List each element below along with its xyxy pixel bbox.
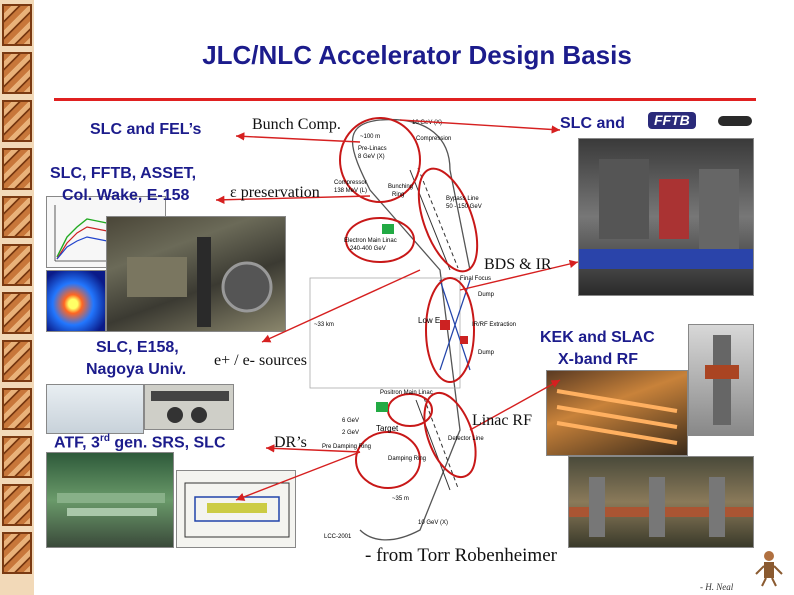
lab-photo — [106, 216, 286, 332]
border-tile — [2, 4, 32, 46]
linac-photo — [568, 456, 754, 548]
energy-6gev: 6 GeV — [342, 418, 360, 424]
bypass-energy: 50 - 150 GeV — [446, 204, 482, 210]
border-tile — [2, 100, 32, 142]
label-slc-fels: SLC and FEL’s — [90, 121, 202, 138]
detector-line-label: Detector Line — [448, 436, 484, 442]
pre-linac-energy: 8 GeV (X) — [358, 154, 385, 160]
fftb-logo: FFTB — [648, 112, 696, 129]
border-tile — [2, 436, 32, 478]
equipment-photo — [46, 384, 144, 434]
border-tile — [2, 52, 32, 94]
distance-bottom-label: ~35 m — [392, 496, 409, 502]
slide-title: JLC/NLC Accelerator Design Basis — [202, 40, 632, 70]
arrow-label-bds: BDS & IR — [484, 256, 552, 273]
border-tile — [2, 292, 32, 334]
arrow-label-drs: DR’s — [274, 434, 307, 451]
fftb-logo-graphic — [718, 116, 752, 126]
border-tile — [2, 532, 32, 574]
border-tile — [2, 148, 32, 190]
compressor-energy: 138 MeV (L) — [334, 188, 368, 194]
final-focus-label: Final Focus — [460, 276, 492, 282]
label-slc-and: SLC and — [560, 115, 625, 132]
author-text: - H. Neal — [700, 582, 734, 592]
arrow-label-sources: e+ / e- sources — [214, 352, 307, 369]
structure-photo — [546, 370, 688, 456]
label-slc-e158-line1: SLC, E158, — [96, 339, 179, 356]
distance-left-label: ~33 km — [314, 322, 334, 328]
label-kek-line1: KEK and SLAC — [540, 329, 655, 346]
decorative-border — [0, 0, 34, 595]
border-tile — [2, 388, 32, 430]
beam-profile-photo — [46, 270, 106, 332]
border-tile — [2, 244, 32, 286]
distance-top-label: ~100 m — [360, 134, 381, 140]
energy-2gev: 2 GeV — [342, 430, 360, 436]
main-linac-label: Electron Main Linac — [344, 238, 397, 244]
klystron-photo — [688, 324, 754, 436]
title-rule — [54, 98, 756, 101]
compressor-label: Compressor — [334, 180, 367, 186]
bypass-label: Bypass Line — [446, 196, 479, 202]
credit-text: - from Torr Robenheimer — [365, 545, 557, 566]
energy-label: 10 GeV (X) — [412, 120, 443, 126]
main-linac-energy: 240-400 GeV — [350, 246, 386, 252]
bunching-ring-label: Ring — [392, 192, 405, 198]
lcc-mark: LCC-2001 — [324, 534, 352, 540]
fftb-photo — [578, 138, 754, 296]
rf-extraction-label: IR/RF Extraction — [472, 322, 517, 328]
positron-linac-label: Positron Main Linac — [380, 390, 433, 396]
pre-damping-label: Pre Damping Ring — [322, 444, 372, 450]
label-atf: ATF, 3rd gen. SRS, SLC — [54, 433, 226, 452]
border-tile — [2, 196, 32, 238]
srs-layout-photo — [176, 470, 296, 548]
damping-ring-label: Damping Ring — [388, 456, 427, 462]
label-kek-line2: X-band RF — [558, 351, 638, 368]
target-label: Target — [376, 424, 399, 433]
decorative-figure-icon — [754, 548, 784, 588]
energy-bottom-label: 10 GeV (X) — [418, 520, 449, 526]
arrow-label-linac-rf: Linac RF — [472, 412, 532, 429]
border-tile — [2, 484, 32, 526]
compression-label: Compression — [416, 136, 452, 142]
label-slc-fftb-line2: Col. Wake, E-158 — [62, 187, 190, 204]
label-slc-fftb-line1: SLC, FFTB, ASSET, — [50, 165, 197, 182]
border-tile — [2, 340, 32, 382]
accelerator-layout-diagram: Pre-Linacs 8 GeV (X) 10 GeV (X) Compress… — [300, 110, 540, 550]
dump-label: Dump — [478, 292, 495, 298]
hall-photo — [46, 452, 174, 548]
low-e-dump-label: Dump — [478, 350, 495, 356]
device-photo — [144, 384, 234, 430]
pre-linac-label: Pre-Linacs — [358, 146, 387, 152]
arrow-label-eps: ε preservation — [230, 184, 320, 201]
low-e-label: Low E — [418, 316, 441, 325]
arrow-label-bunch-comp: Bunch Comp. — [252, 116, 341, 133]
bunching-label: Bunching — [388, 184, 414, 190]
label-slc-e158-line2: Nagoya Univ. — [86, 361, 187, 378]
